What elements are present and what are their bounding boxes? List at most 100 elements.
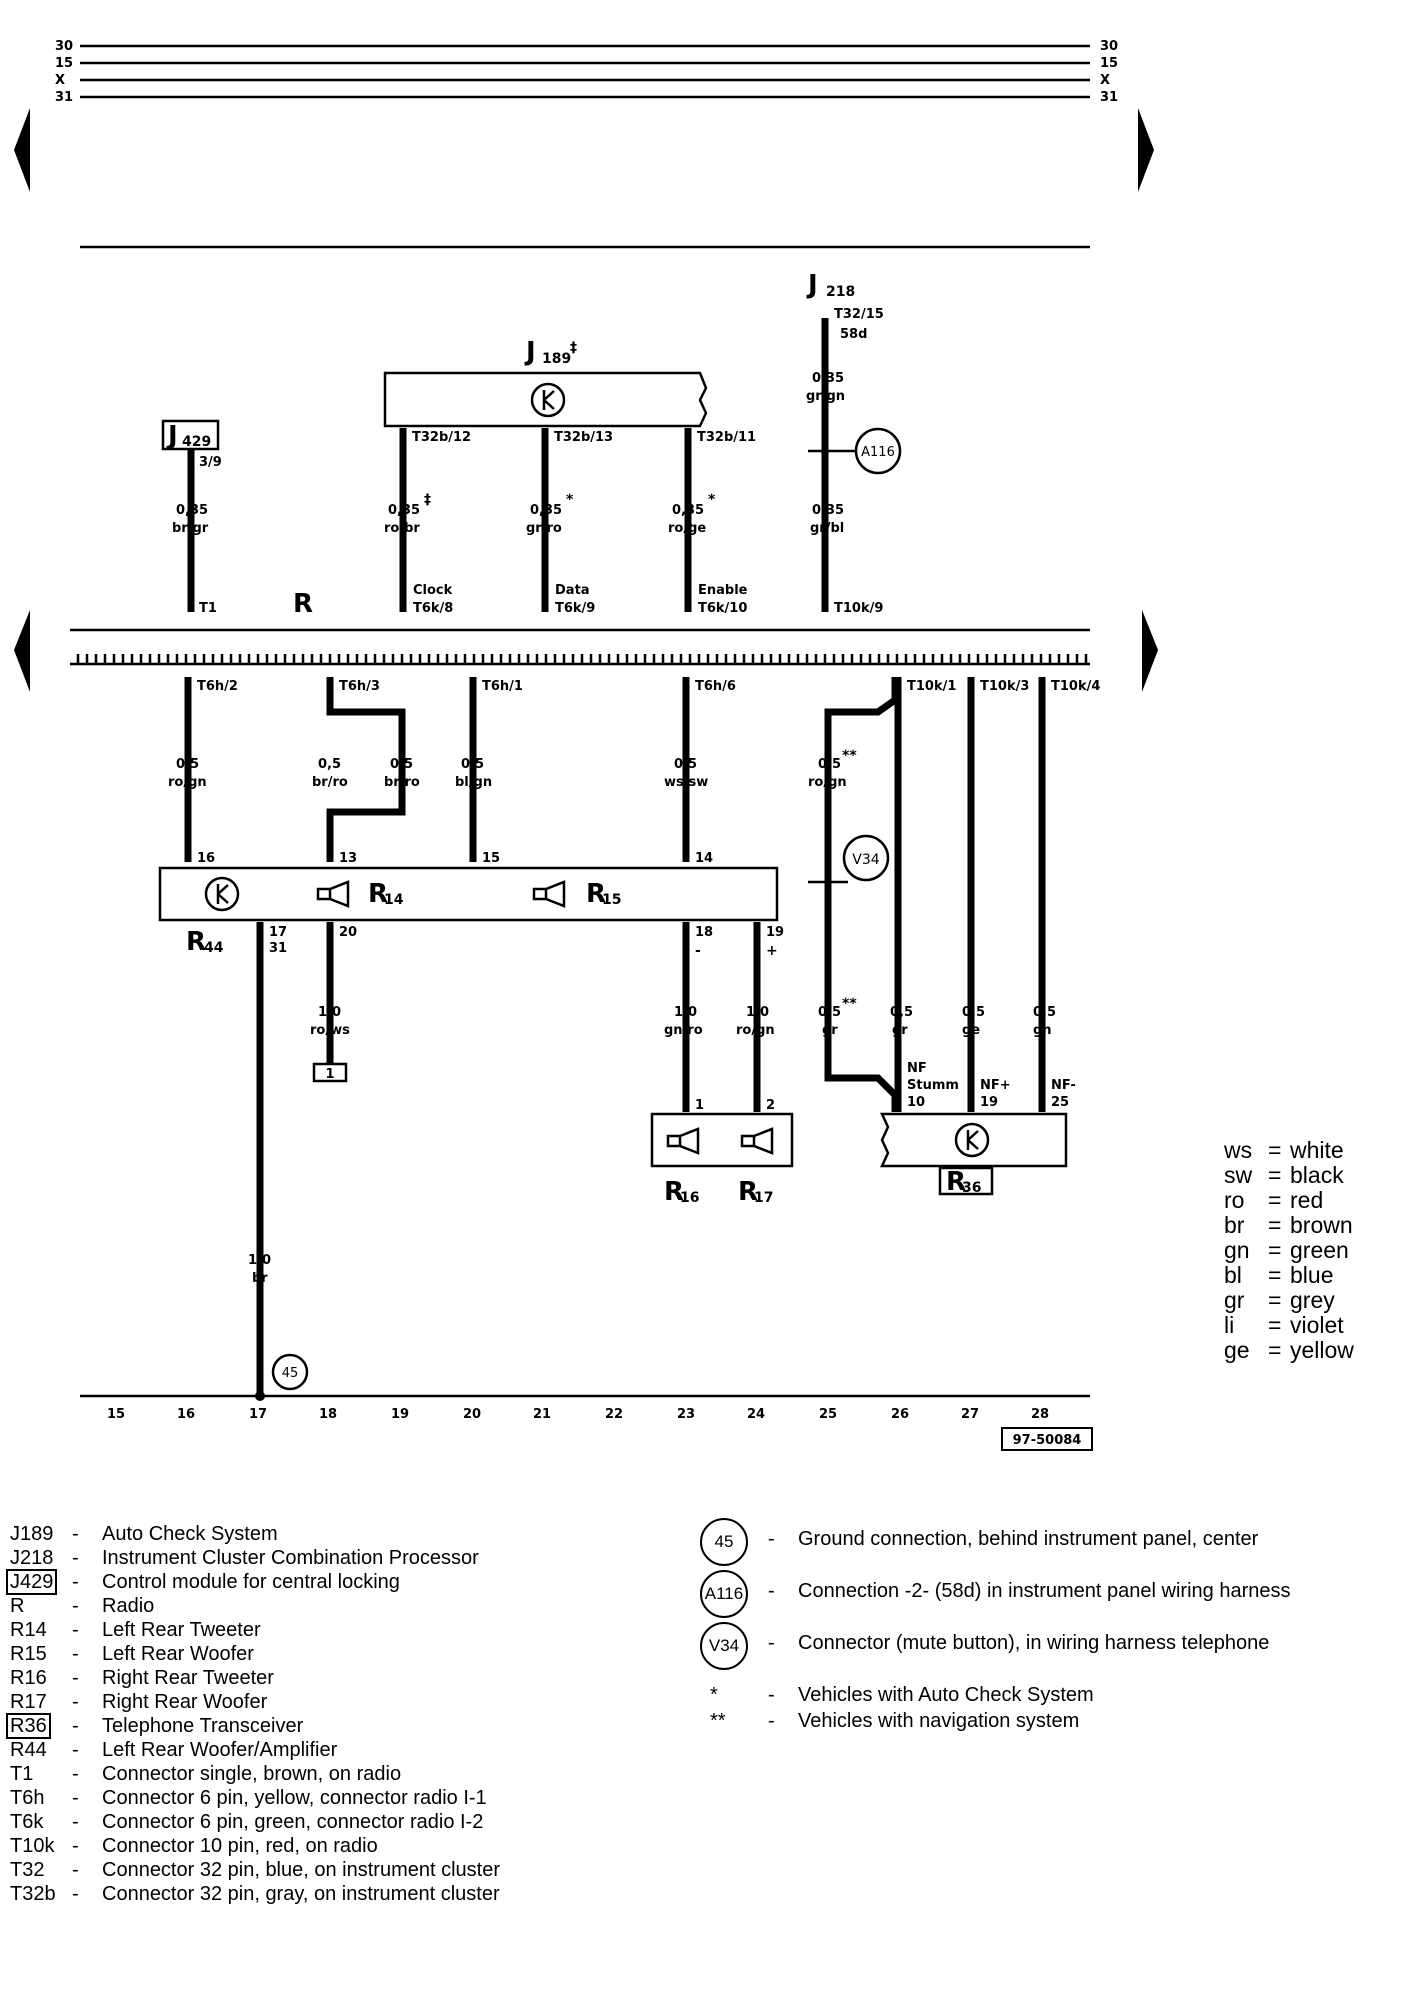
data-func: Data (555, 583, 590, 598)
legend-code: R15 (10, 1643, 47, 1665)
color-abbrev: gr (1224, 1287, 1245, 1313)
equals-sign: = (1268, 1212, 1282, 1238)
legend-row: R14 - Left Rear Tweeter (10, 1618, 500, 1642)
legend-code: J218 (10, 1547, 54, 1569)
legend-code: T32 (10, 1859, 45, 1881)
equals-sign: = (1268, 1187, 1282, 1213)
j218-sub: 218 (826, 284, 855, 300)
w1-pin-top: T6h/2 (197, 679, 238, 694)
legend-desc: Connector single, brown, on radio (102, 1763, 402, 1785)
page-prev-arrow-mid[interactable] (14, 610, 30, 692)
legend-code: T1 (10, 1763, 34, 1785)
clock-size: 0,35 (388, 503, 420, 518)
w1-pin-bottom: 16 (197, 851, 215, 866)
data-pin-top: T32b/13 (554, 430, 613, 445)
connector-v34-label: V34 (852, 852, 879, 868)
r17-speaker-icon (740, 1127, 774, 1155)
w3-color: bl/gn (455, 775, 492, 790)
r16-label: R (664, 1177, 684, 1207)
j189-label: J (524, 337, 536, 367)
legend-row: R16-Right Rear Tweeter (10, 1666, 500, 1690)
legend-dash: - (768, 1528, 775, 1550)
legend-dash: - (72, 1523, 79, 1545)
doc-id: 97-50084 (1013, 1433, 1082, 1448)
j429-box (161, 419, 220, 451)
j218-pin-bottom: T10k/9 (834, 601, 883, 616)
page-next-arrow-mid[interactable] (1142, 610, 1158, 692)
legend-dash: - (72, 1595, 79, 1617)
grid-number: 17 (249, 1407, 267, 1422)
legend-desc: Right Rear Woofer (102, 1691, 268, 1713)
legend-dash: - (72, 1643, 79, 1665)
r16-speaker-icon (666, 1127, 700, 1155)
j429-pin: 3/9 (199, 455, 222, 470)
connector-tick-strip (70, 654, 1090, 666)
bus-lines: 30 15 X 31 30 15 X 31 (55, 39, 1118, 105)
j218-size-b: 0,35 (812, 503, 844, 518)
j189-sub: 189 (542, 351, 571, 367)
connector-a116-symbol (854, 427, 902, 475)
color-abbrev: ws (1224, 1137, 1253, 1163)
r17-pin-top: 19 (766, 925, 784, 940)
equals-sign: = (1268, 1287, 1282, 1313)
color-abbrev: bl (1224, 1262, 1242, 1288)
w2-size-b: 0,5 (390, 757, 413, 772)
legend-desc: Connector 6 pin, yellow, connector radio… (102, 1787, 487, 1809)
equals-sign: = (1268, 1262, 1282, 1288)
bus-30-right: 30 (1100, 39, 1118, 54)
w8-pin-bottom: 25 (1051, 1095, 1069, 1110)
grid-number: 25 (819, 1407, 837, 1422)
j218-size-a: 0,35 (812, 371, 844, 386)
legend-row: T6h-Connector 6 pin, yellow, connector r… (10, 1786, 500, 1810)
legend-dash: - (72, 1619, 79, 1641)
grid-number: 21 (533, 1407, 551, 1422)
legend-row: J218-Instrument Cluster Combination Proc… (10, 1546, 500, 1570)
color-key-row: gr=grey (1224, 1288, 1354, 1313)
w2-pin-top: T6h/3 (339, 679, 380, 694)
r17-pin-bottom: 2 (766, 1098, 775, 1113)
connector-symbol-icon: V34 (700, 1622, 748, 1670)
j218-label: J (806, 270, 818, 300)
legend-row: T32b-Connector 32 pin, gray, on instrume… (10, 1882, 500, 1906)
w8-size: 0,5 (1033, 1005, 1056, 1020)
page-next-arrow-top[interactable] (1138, 108, 1154, 192)
legend-desc: Radio (102, 1595, 155, 1617)
r17-size: 1,0 (746, 1005, 769, 1020)
legend-code: T6k (10, 1811, 44, 1833)
grid-number: 20 (463, 1407, 481, 1422)
r14-sub: 14 (384, 892, 404, 908)
legend-dash: - (768, 1632, 775, 1654)
j218-pin2: 58d (840, 327, 867, 342)
data-mark: * (566, 492, 574, 508)
w6-func: NF (907, 1061, 927, 1076)
legend-dash: - (72, 1691, 79, 1713)
w2-color-a: br/ro (312, 775, 348, 790)
w5-color: ro/gn (808, 775, 847, 790)
grid-number: 27 (961, 1407, 979, 1422)
legend-code: J429 (6, 1569, 58, 1595)
legend-row: R-Radio (10, 1594, 500, 1618)
ground-45-symbol (271, 1353, 309, 1391)
legend-dash: - (72, 1763, 79, 1785)
page-prev-arrow-top[interactable] (14, 108, 30, 192)
legend-code: R14 (10, 1619, 47, 1641)
w3-size: 0,5 (461, 757, 484, 772)
r44-20-size: 1,0 (318, 1005, 341, 1020)
equals-sign: = (1268, 1137, 1282, 1163)
legend-dash: - (72, 1715, 79, 1737)
color-name: white (1290, 1137, 1344, 1163)
w3-pin-bottom: 15 (482, 851, 500, 866)
legend-dash: - (72, 1787, 79, 1809)
j218-color-b: gr/bl (810, 521, 844, 536)
bus-15-right: 15 (1100, 56, 1118, 71)
r14-speaker-icon (316, 880, 350, 908)
bus-30-left: 30 (55, 39, 73, 54)
legend-desc: Left Rear Tweeter (102, 1619, 261, 1641)
legend-desc: Auto Check System (102, 1523, 278, 1545)
r44-gnd-pin2: 31 (269, 941, 287, 956)
color-abbrev: sw (1224, 1162, 1253, 1188)
bus-x-left: X (55, 73, 65, 88)
legend-dash: - (72, 1811, 79, 1833)
w8-color: gn (1033, 1023, 1052, 1038)
enable-pin-bottom: T6k/10 (698, 601, 747, 616)
